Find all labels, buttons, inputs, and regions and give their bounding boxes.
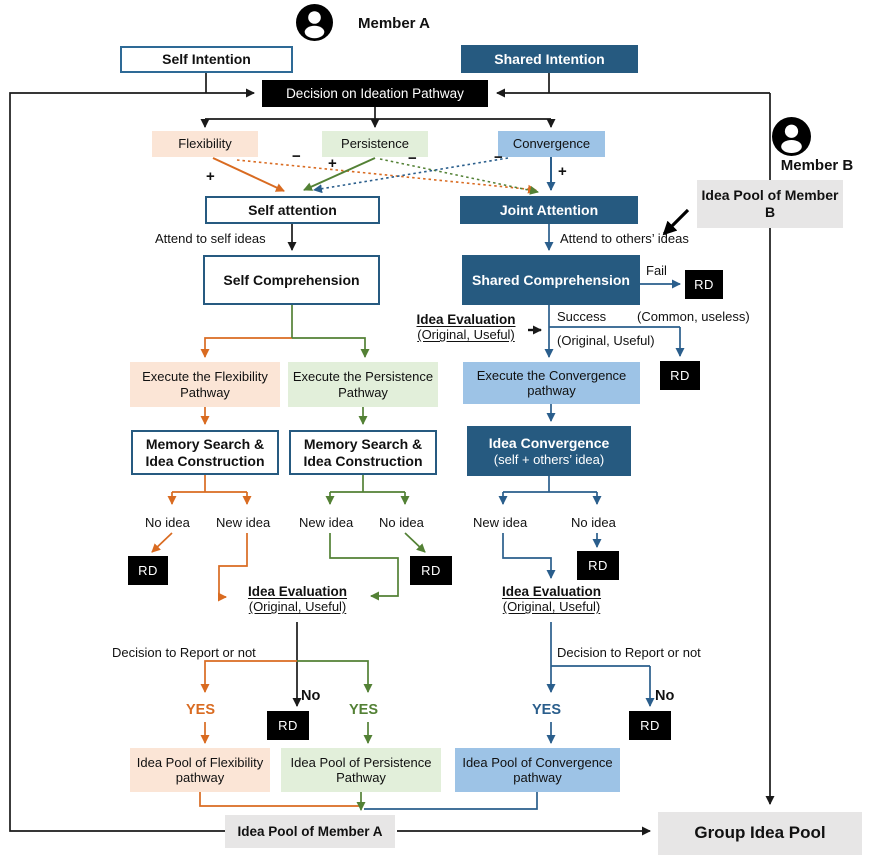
- convergence-no-idea-label: No idea: [571, 515, 616, 530]
- node-shared-intention: Shared Intention: [461, 45, 638, 73]
- node-self-intention: Self Intention: [120, 46, 293, 73]
- rd-box-persistence: RD: [410, 556, 452, 585]
- persistence-no-idea-label: No idea: [379, 515, 424, 530]
- node-member-b-pool: Idea Pool of Member B: [697, 180, 843, 228]
- no-left-label: No: [301, 688, 321, 704]
- node-self-comprehension: Self Comprehension: [203, 255, 380, 305]
- yes-flexibility-label: YES: [186, 702, 216, 718]
- node-group-pool: Group Idea Pool: [658, 812, 862, 855]
- flexibility-no-idea-label: No idea: [145, 515, 190, 530]
- node-execute-persistence: Execute the Persistence Pathway: [288, 362, 438, 407]
- idea-convergence-title: Idea Convergence: [488, 435, 610, 452]
- node-member-a-pool: Idea Pool of Member A: [225, 815, 395, 848]
- decision-report-left-label: Decision to Report or not: [112, 645, 256, 660]
- rd-box-convergence: RD: [577, 551, 619, 580]
- node-idea-convergence: Idea Convergence (self + others’ idea): [467, 426, 631, 476]
- persistence-minus-sign: −: [408, 150, 417, 167]
- convergence-plus-sign: +: [558, 163, 567, 180]
- rd-box-report-right: RD: [629, 711, 671, 740]
- idea-evaluation-self-title: Idea Evaluation: [247, 584, 348, 599]
- node-flexibility: Flexibility: [152, 131, 258, 157]
- attend-others-label: Attend to others’ ideas: [560, 231, 689, 246]
- success-label: Success: [557, 309, 607, 324]
- node-memory-search-persistence: Memory Search & Idea Construction: [289, 430, 437, 475]
- node-joint-attention: Joint Attention: [460, 196, 638, 224]
- flexibility-plus-sign: +: [206, 168, 215, 185]
- rd-box-flexibility: RD: [128, 556, 168, 585]
- node-convergence: Convergence: [498, 131, 605, 157]
- fail-label: Fail: [646, 263, 667, 278]
- convergence-minus-sign: −: [494, 149, 503, 166]
- idea-evaluation-self-sub: (Original, Useful): [248, 599, 347, 614]
- member-a-icon: [296, 4, 333, 41]
- flexibility-new-idea-label: New idea: [216, 515, 271, 530]
- node-pool-convergence: Idea Pool of Convergence pathway: [455, 748, 620, 792]
- rd-box-common-useless: RD: [660, 361, 700, 390]
- idea-evaluation-shared-title: Idea Evaluation: [416, 312, 516, 327]
- idea-convergence-sub: (self + others’ idea): [493, 451, 605, 467]
- no-right-label: No: [655, 688, 675, 704]
- node-pool-flexibility: Idea Pool of Flexibility pathway: [130, 748, 270, 792]
- persistence-new-idea-label: New idea: [299, 515, 354, 530]
- member-b-label: Member B: [780, 157, 854, 174]
- node-pool-persistence: Idea Pool of Persistence Pathway: [281, 748, 441, 792]
- idea-evaluation-shared-sub: (Original, Useful): [417, 327, 515, 342]
- idea-evaluation-convergence-sub: (Original, Useful): [502, 599, 601, 614]
- common-useless-label: (Common, useless): [637, 309, 750, 324]
- persistence-plus-sign: +: [328, 155, 337, 172]
- flexibility-minus-sign: −: [292, 148, 301, 165]
- success-original-useful-label: (Original, Useful): [557, 333, 655, 348]
- rd-box-fail: RD: [685, 270, 723, 299]
- decision-report-right-label: Decision to Report or not: [557, 645, 701, 660]
- node-persistence: Persistence: [322, 131, 428, 157]
- idea-evaluation-convergence-title: Idea Evaluation: [501, 584, 602, 599]
- node-execute-convergence: Execute the Convergence pathway: [463, 362, 640, 404]
- node-decision-pathway: Decision on Ideation Pathway: [262, 80, 488, 107]
- node-self-attention: Self attention: [205, 196, 380, 224]
- idea-evaluation-shared: Idea Evaluation (Original, Useful): [390, 312, 542, 342]
- idea-evaluation-convergence: Idea Evaluation (Original, Useful): [484, 584, 619, 614]
- rd-box-report-left: RD: [267, 711, 309, 740]
- node-memory-search-flexibility: Memory Search & Idea Construction: [131, 430, 279, 475]
- node-shared-comprehension: Shared Comprehension: [462, 255, 640, 305]
- yes-persistence-label: YES: [349, 702, 379, 718]
- yes-convergence-label: YES: [532, 702, 562, 718]
- member-a-label: Member A: [358, 15, 430, 32]
- member-b-icon: [772, 117, 811, 156]
- attend-self-label: Attend to self ideas: [155, 231, 266, 246]
- convergence-new-idea-label: New idea: [473, 515, 528, 530]
- node-execute-flexibility: Execute the Flexibility Pathway: [130, 362, 280, 407]
- idea-evaluation-self: Idea Evaluation (Original, Useful): [230, 584, 365, 614]
